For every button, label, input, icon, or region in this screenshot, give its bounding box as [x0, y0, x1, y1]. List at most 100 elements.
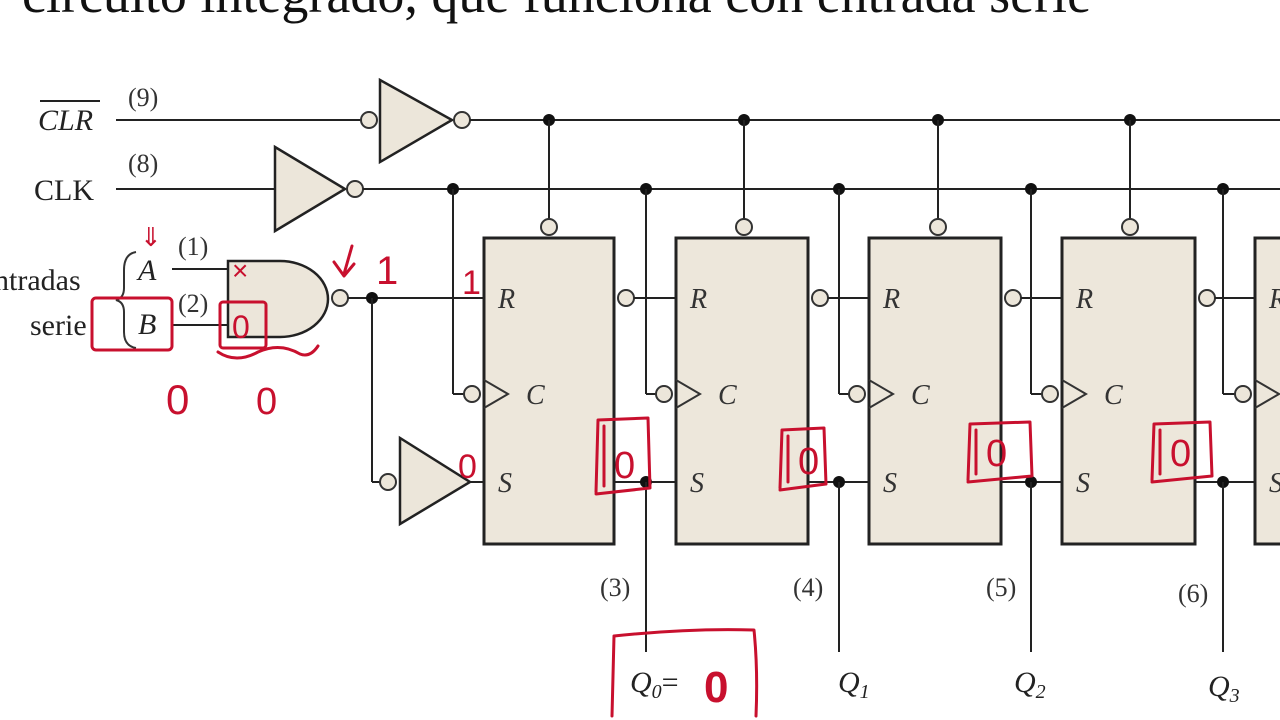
clr-pin: (9) [128, 83, 158, 112]
entradas-label: ntradas [0, 264, 81, 297]
clr-output-bubble [453, 111, 471, 129]
flipflop-1: R C S [640, 114, 869, 652]
clr-input-bubble [360, 111, 378, 129]
r-bit-annotation: 1 [462, 264, 481, 302]
clock-edge-marker [483, 379, 510, 409]
port-c: C [911, 380, 930, 411]
port-s: S [883, 468, 897, 499]
gate-under-value: 0 [256, 381, 277, 423]
clock-edge-marker [1254, 379, 1280, 409]
clk-label: CLK [34, 174, 94, 207]
and-output-bubble [331, 289, 349, 307]
ff-box-annotations: 0 0 0 0 [594, 416, 1214, 496]
outputs: (3) (4) (5) (6) Q0= Q1 Q2 Q3 [600, 573, 1240, 707]
clk-input-bubble [848, 385, 866, 403]
q-bar-bubble [1198, 289, 1216, 307]
s-bit-annotation: 0 [458, 448, 477, 486]
clr-input-bubble [540, 218, 558, 236]
s-inverter [398, 435, 473, 527]
q1-pin: (4) [793, 573, 823, 602]
clr-input-bubble [1121, 218, 1139, 236]
input-b-label: B [138, 308, 156, 341]
q0-equals: = [662, 666, 679, 699]
port-s: S [498, 468, 512, 499]
port-r: R [1268, 284, 1280, 315]
ff-value-box-1 [778, 426, 828, 492]
serie-label: serie [30, 309, 87, 342]
clk-buffer [273, 144, 348, 234]
input-b-pin: (2) [178, 289, 208, 318]
input-brace [115, 251, 137, 349]
clock-edge-marker [675, 379, 702, 409]
b-input-circle [90, 296, 174, 352]
port-s: S [1076, 468, 1090, 499]
s-inverter-input-bubble [379, 473, 397, 491]
in-bit-annotation: 1 [376, 249, 398, 293]
clk-input-bubble [655, 385, 673, 403]
b-underline [216, 344, 320, 360]
title-text: circuito integrado, que funciona con ent… [22, 0, 1091, 24]
port-c: C [718, 380, 737, 411]
input-a-label: A [136, 254, 157, 287]
flipflop-body [482, 236, 616, 546]
clr-line: CLR (9) [38, 77, 1280, 165]
q0-pin: (3) [600, 573, 630, 602]
and-gate [226, 259, 330, 339]
flipflop-body [674, 236, 810, 546]
ff-value-box-3 [1150, 420, 1214, 484]
q0-result-value: 0 [704, 663, 728, 712]
b-under-value: 0 [166, 376, 189, 423]
b-value-annotation: 0 [232, 309, 250, 345]
ff-value-3: 0 [1170, 433, 1191, 475]
clock-edge-marker [868, 379, 895, 409]
clock-edge-marker [1061, 379, 1088, 409]
port-c: C [1104, 380, 1123, 411]
clr-input-bubble [929, 218, 947, 236]
q-bar-bubble [1004, 289, 1022, 307]
serial-inputs: ntradas serie A B (1) (2) [0, 232, 484, 527]
ff-value-0: 0 [614, 445, 635, 487]
clr-inverter [378, 77, 455, 165]
clr-label: CLR [38, 104, 93, 137]
port-r: R [1075, 284, 1093, 315]
clr-input-bubble [735, 218, 753, 236]
port-r: R [689, 284, 707, 315]
q0-result-box [610, 628, 759, 718]
out-arrow-annotation [332, 244, 356, 278]
flipflop-0: RCS [447, 114, 676, 652]
input-a-pin: (1) [178, 232, 208, 261]
clk-pin: (8) [128, 149, 158, 178]
ff-value-2: 0 [986, 433, 1007, 475]
q2-label: Q2 [1014, 666, 1046, 703]
clk-output-bubble [346, 180, 364, 198]
q1-label: Q1 [838, 666, 870, 703]
q3-pin: (6) [1178, 579, 1208, 608]
q0-label: Q0= [630, 666, 679, 703]
flipflop-body [1253, 236, 1280, 546]
port-r: R [497, 284, 515, 315]
a-arrow-annotation: ⇓ [140, 222, 162, 252]
clk-input-bubble [463, 385, 481, 403]
ff-value-box-0 [594, 416, 652, 496]
flipflop-chain: RCSRCSRCSRCSRCS [447, 114, 1280, 652]
q2-pin: (5) [986, 573, 1016, 602]
gate-x-annotation: × [232, 255, 248, 286]
flipflop-body [1060, 236, 1197, 546]
ff-value-box-2 [966, 420, 1034, 484]
q-bar-bubble [811, 289, 829, 307]
port-s: S [690, 468, 704, 499]
port-s: S [1269, 468, 1280, 499]
clk-line: CLK (8) [34, 144, 1280, 234]
flipflop-4: RCS [1217, 183, 1280, 546]
ff-value-1: 0 [798, 441, 819, 483]
flipflop-3: R C S [1025, 114, 1255, 652]
b-value-box [218, 300, 268, 350]
clk-input-bubble [1041, 385, 1059, 403]
clk-input-bubble [1234, 385, 1252, 403]
flipflop-body [867, 236, 1003, 546]
port-r: R [882, 284, 900, 315]
q3-label: Q3 [1208, 670, 1240, 707]
q-bar-bubble [617, 289, 635, 307]
